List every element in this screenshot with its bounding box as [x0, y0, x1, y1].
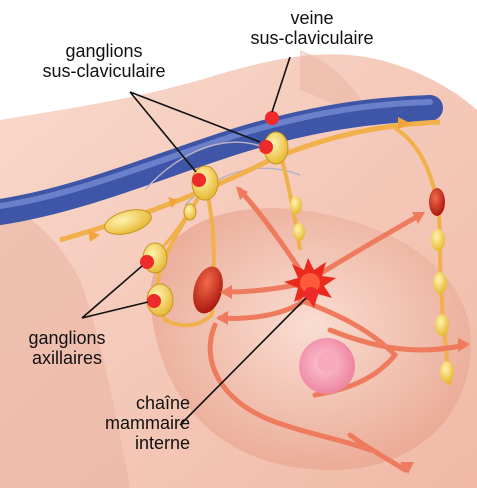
label-line: veine — [232, 8, 392, 28]
label-supraclavicular-nodes: ganglions sus-claviculaire — [6, 41, 202, 81]
enlarged-node — [429, 188, 445, 216]
label-internal-mammary-chain: chaîne mammaire interne — [72, 393, 190, 453]
label-axillary-nodes: ganglions axillaires — [12, 328, 122, 368]
label-line: mammaire — [72, 413, 190, 433]
lymph-node — [184, 204, 196, 220]
label-line: sus-claviculaire — [232, 28, 392, 48]
nipple — [317, 352, 337, 372]
label-line: axillaires — [12, 348, 122, 368]
lymph-node — [290, 196, 302, 214]
label-line: sus-claviculaire — [6, 61, 202, 81]
label-line: ganglions — [6, 41, 202, 61]
label-subclavian-vein: veine sus-claviculaire — [232, 8, 392, 48]
label-line: chaîne — [72, 393, 190, 413]
lymph-node — [433, 272, 447, 294]
label-line: ganglions — [12, 328, 122, 348]
lymph-node — [431, 229, 445, 251]
label-line: interne — [72, 433, 190, 453]
lymph-node — [435, 314, 449, 336]
lymph-node — [440, 361, 454, 383]
lymph-node — [293, 223, 305, 241]
